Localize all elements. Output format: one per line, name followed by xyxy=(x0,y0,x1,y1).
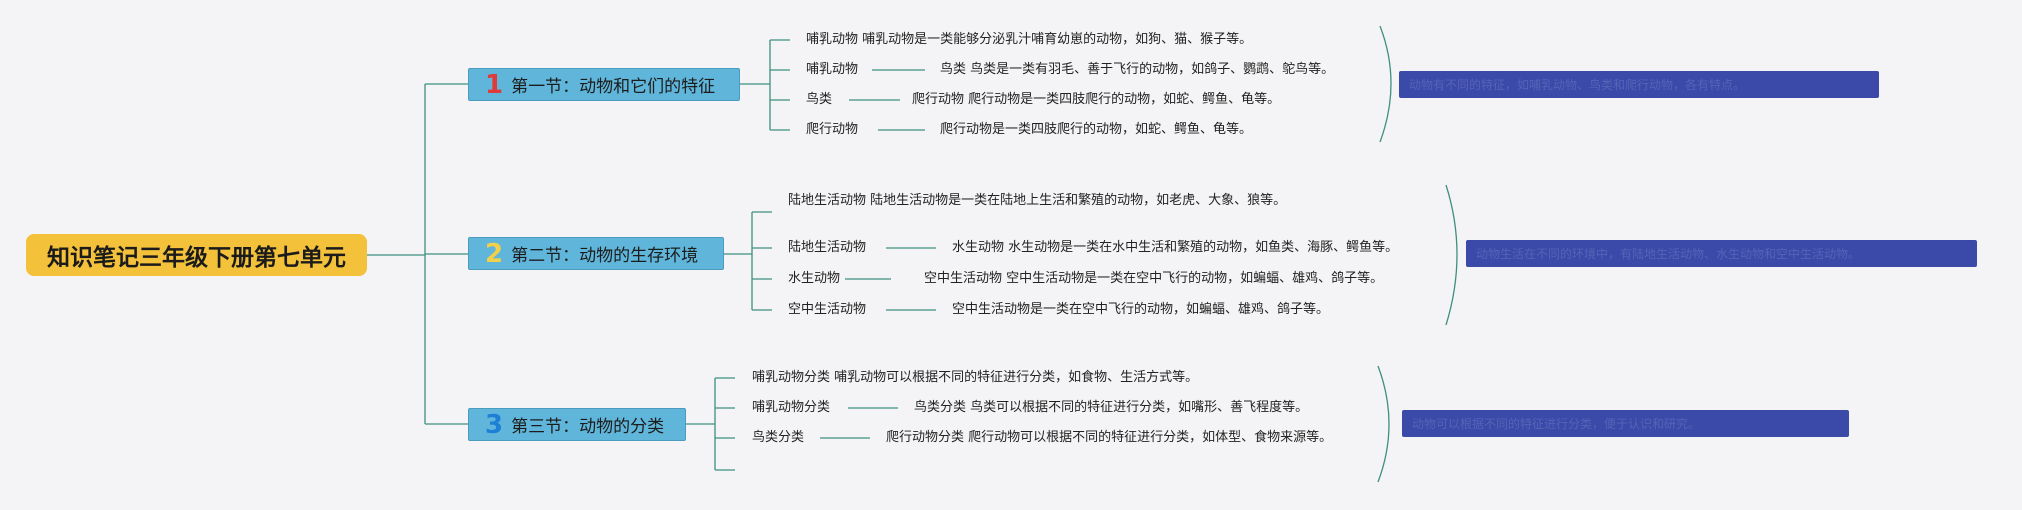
section-2-item-7[interactable]: 空中生活动物是一类在空中飞行的动物，如蝙蝠、雄鸡、鸽子等。 xyxy=(952,302,1330,317)
section-label-1: 第一节：动物和它们的特征 xyxy=(511,77,716,97)
root-topic[interactable]: 知识笔记三年级下册第七单元 xyxy=(26,234,367,276)
section-1-item-2[interactable]: 哺乳动物 xyxy=(806,62,859,77)
section-3-item-5[interactable]: 爬行动物分类 爬行动物可以根据不同的特征进行分类，如体型、食物来源等。 xyxy=(886,430,1333,445)
section-3-summary[interactable]: 动物可以根据不同的特征进行分类，便于认识和研究。 xyxy=(1402,410,1849,437)
connector-section-3-mid xyxy=(820,407,898,439)
section-1-item-3[interactable]: 鸟类 鸟类是一类有羽毛、善于飞行的动物，如鸽子、鹦鹉、鸵鸟等。 xyxy=(940,62,1335,77)
section-label-2: 第二节：动物的生存环境 xyxy=(511,246,699,266)
section-3-item-1[interactable]: 哺乳动物分类 哺乳动物可以根据不同的特征进行分类，如食物、生活方式等。 xyxy=(752,370,1199,385)
connector-root xyxy=(367,83,468,425)
section-number-2: 2 xyxy=(485,238,504,269)
section-2-item-3[interactable]: 水生动物 水生动物是一类在水中生活和繁殖的动物，如鱼类、海豚、鳄鱼等。 xyxy=(952,240,1399,255)
section-1-item-7[interactable]: 爬行动物是一类四肢爬行的动物，如蛇、鳄鱼、龟等。 xyxy=(940,122,1253,137)
section-2-item-4[interactable]: 水生动物 xyxy=(788,271,841,286)
summary-brace-3 xyxy=(1377,365,1390,483)
section-1-summary[interactable]: 动物有不同的特征，如哺乳动物、鸟类和爬行动物，各有特点。 xyxy=(1399,71,1879,98)
section-1-item-6[interactable]: 爬行动物 xyxy=(806,122,859,137)
section-1-item-4[interactable]: 鸟类 xyxy=(806,92,833,107)
connector-section-2-mid xyxy=(845,247,936,311)
connector-section-1 xyxy=(740,39,790,131)
section-3-item-3[interactable]: 鸟类分类 鸟类可以根据不同的特征进行分类，如嘴形、善飞程度等。 xyxy=(914,400,1309,415)
connector-section-1-mid xyxy=(849,69,925,131)
section-number-3: 3 xyxy=(485,409,504,440)
section-3-item-2[interactable]: 哺乳动物分类 xyxy=(752,400,831,415)
section-2-item-1[interactable]: 陆地生活动物 陆地生活动物是一类在陆地上生活和繁殖的动物，如老虎、大象、狼等。 xyxy=(788,193,1287,208)
section-2[interactable]: 2 第二节：动物的生存环境 xyxy=(468,237,724,270)
section-number-1: 1 xyxy=(485,69,504,100)
section-1-item-1[interactable]: 哺乳动物 哺乳动物是一类能够分泌乳汁哺育幼崽的动物，如狗、猫、猴子等。 xyxy=(806,32,1253,47)
summary-brace-2 xyxy=(1445,184,1458,326)
summary-brace-1 xyxy=(1379,25,1392,143)
section-1-item-5[interactable]: 爬行动物 爬行动物是一类四肢爬行的动物，如蛇、鳄鱼、龟等。 xyxy=(912,92,1281,107)
section-2-item-5[interactable]: 空中生活动物 空中生活动物是一类在空中飞行的动物，如蝙蝠、雄鸡、鸽子等。 xyxy=(924,271,1384,286)
section-2-item-2[interactable]: 陆地生活动物 xyxy=(788,240,867,255)
section-label-3: 第三节：动物的分类 xyxy=(511,417,665,437)
section-3-item-4[interactable]: 鸟类分类 xyxy=(752,430,805,445)
connector-section-3 xyxy=(686,377,735,471)
connector-section-2 xyxy=(724,211,772,311)
section-2-item-6[interactable]: 空中生活动物 xyxy=(788,302,867,317)
section-3[interactable]: 3 第三节：动物的分类 xyxy=(468,408,686,441)
section-2-summary[interactable]: 动物生活在不同的环境中，有陆地生活动物、水生动物和空中生活动物。 xyxy=(1466,240,1977,267)
section-1[interactable]: 1 第一节：动物和它们的特征 xyxy=(468,68,740,101)
